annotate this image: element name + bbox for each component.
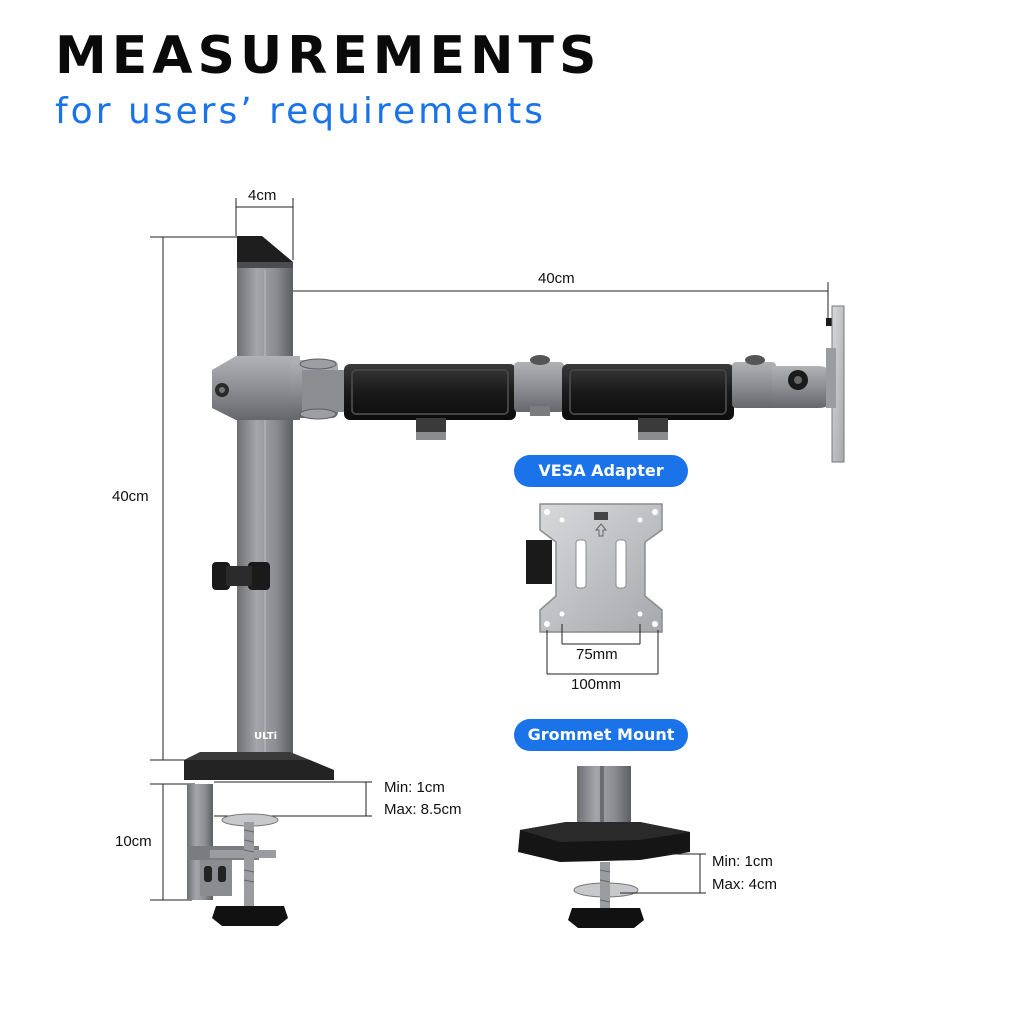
clamp-range-dimension: [214, 781, 372, 817]
arm-end-joint: [732, 355, 832, 408]
grommet-mount-illustration: [518, 766, 690, 928]
vesa-adapter-badge: VESA Adapter: [514, 455, 688, 487]
vesa-plate-side: [826, 305, 845, 463]
grommet-mount-badge: Grommet Mount: [514, 719, 688, 751]
pole-width-label: 4cm: [248, 187, 277, 204]
arm-joint-1: [290, 358, 350, 420]
page-subtitle: for users’ requirements: [55, 91, 546, 132]
arm-segment-1: [344, 364, 516, 440]
pole-collar: [212, 356, 300, 420]
arm-joint-2: [514, 355, 564, 416]
pole-width-dimension: [235, 198, 294, 260]
vesa-dimension-lines: [546, 624, 659, 675]
grommet-range-max-label: Max: 4cm: [712, 876, 778, 893]
arm-length-label: 40cm: [538, 270, 575, 287]
grommet-range-dimension: [620, 853, 706, 894]
desk-clamp: [184, 752, 334, 926]
vesa-100-label: 100mm: [571, 676, 622, 693]
pole-height-label: 40cm: [112, 488, 149, 505]
arm-segment-2: [562, 364, 734, 440]
cable-clip: [212, 562, 270, 590]
vesa-adapter-illustration: [526, 503, 663, 633]
clamp-range-max-label: Max: 8.5cm: [384, 801, 462, 818]
arm-length-dimension: [293, 282, 829, 318]
brand-logo: ULTi: [254, 731, 278, 742]
pole: [237, 236, 293, 760]
clamp-range-min-label: Min: 1cm: [384, 779, 445, 796]
clamp-height-label: 10cm: [115, 833, 152, 850]
page-title: MEASUREMENTS: [55, 26, 602, 86]
vesa-75-label: 75mm: [576, 646, 618, 663]
grommet-range-min-label: Min: 1cm: [712, 853, 773, 870]
pole-height-dimension: [150, 236, 240, 761]
